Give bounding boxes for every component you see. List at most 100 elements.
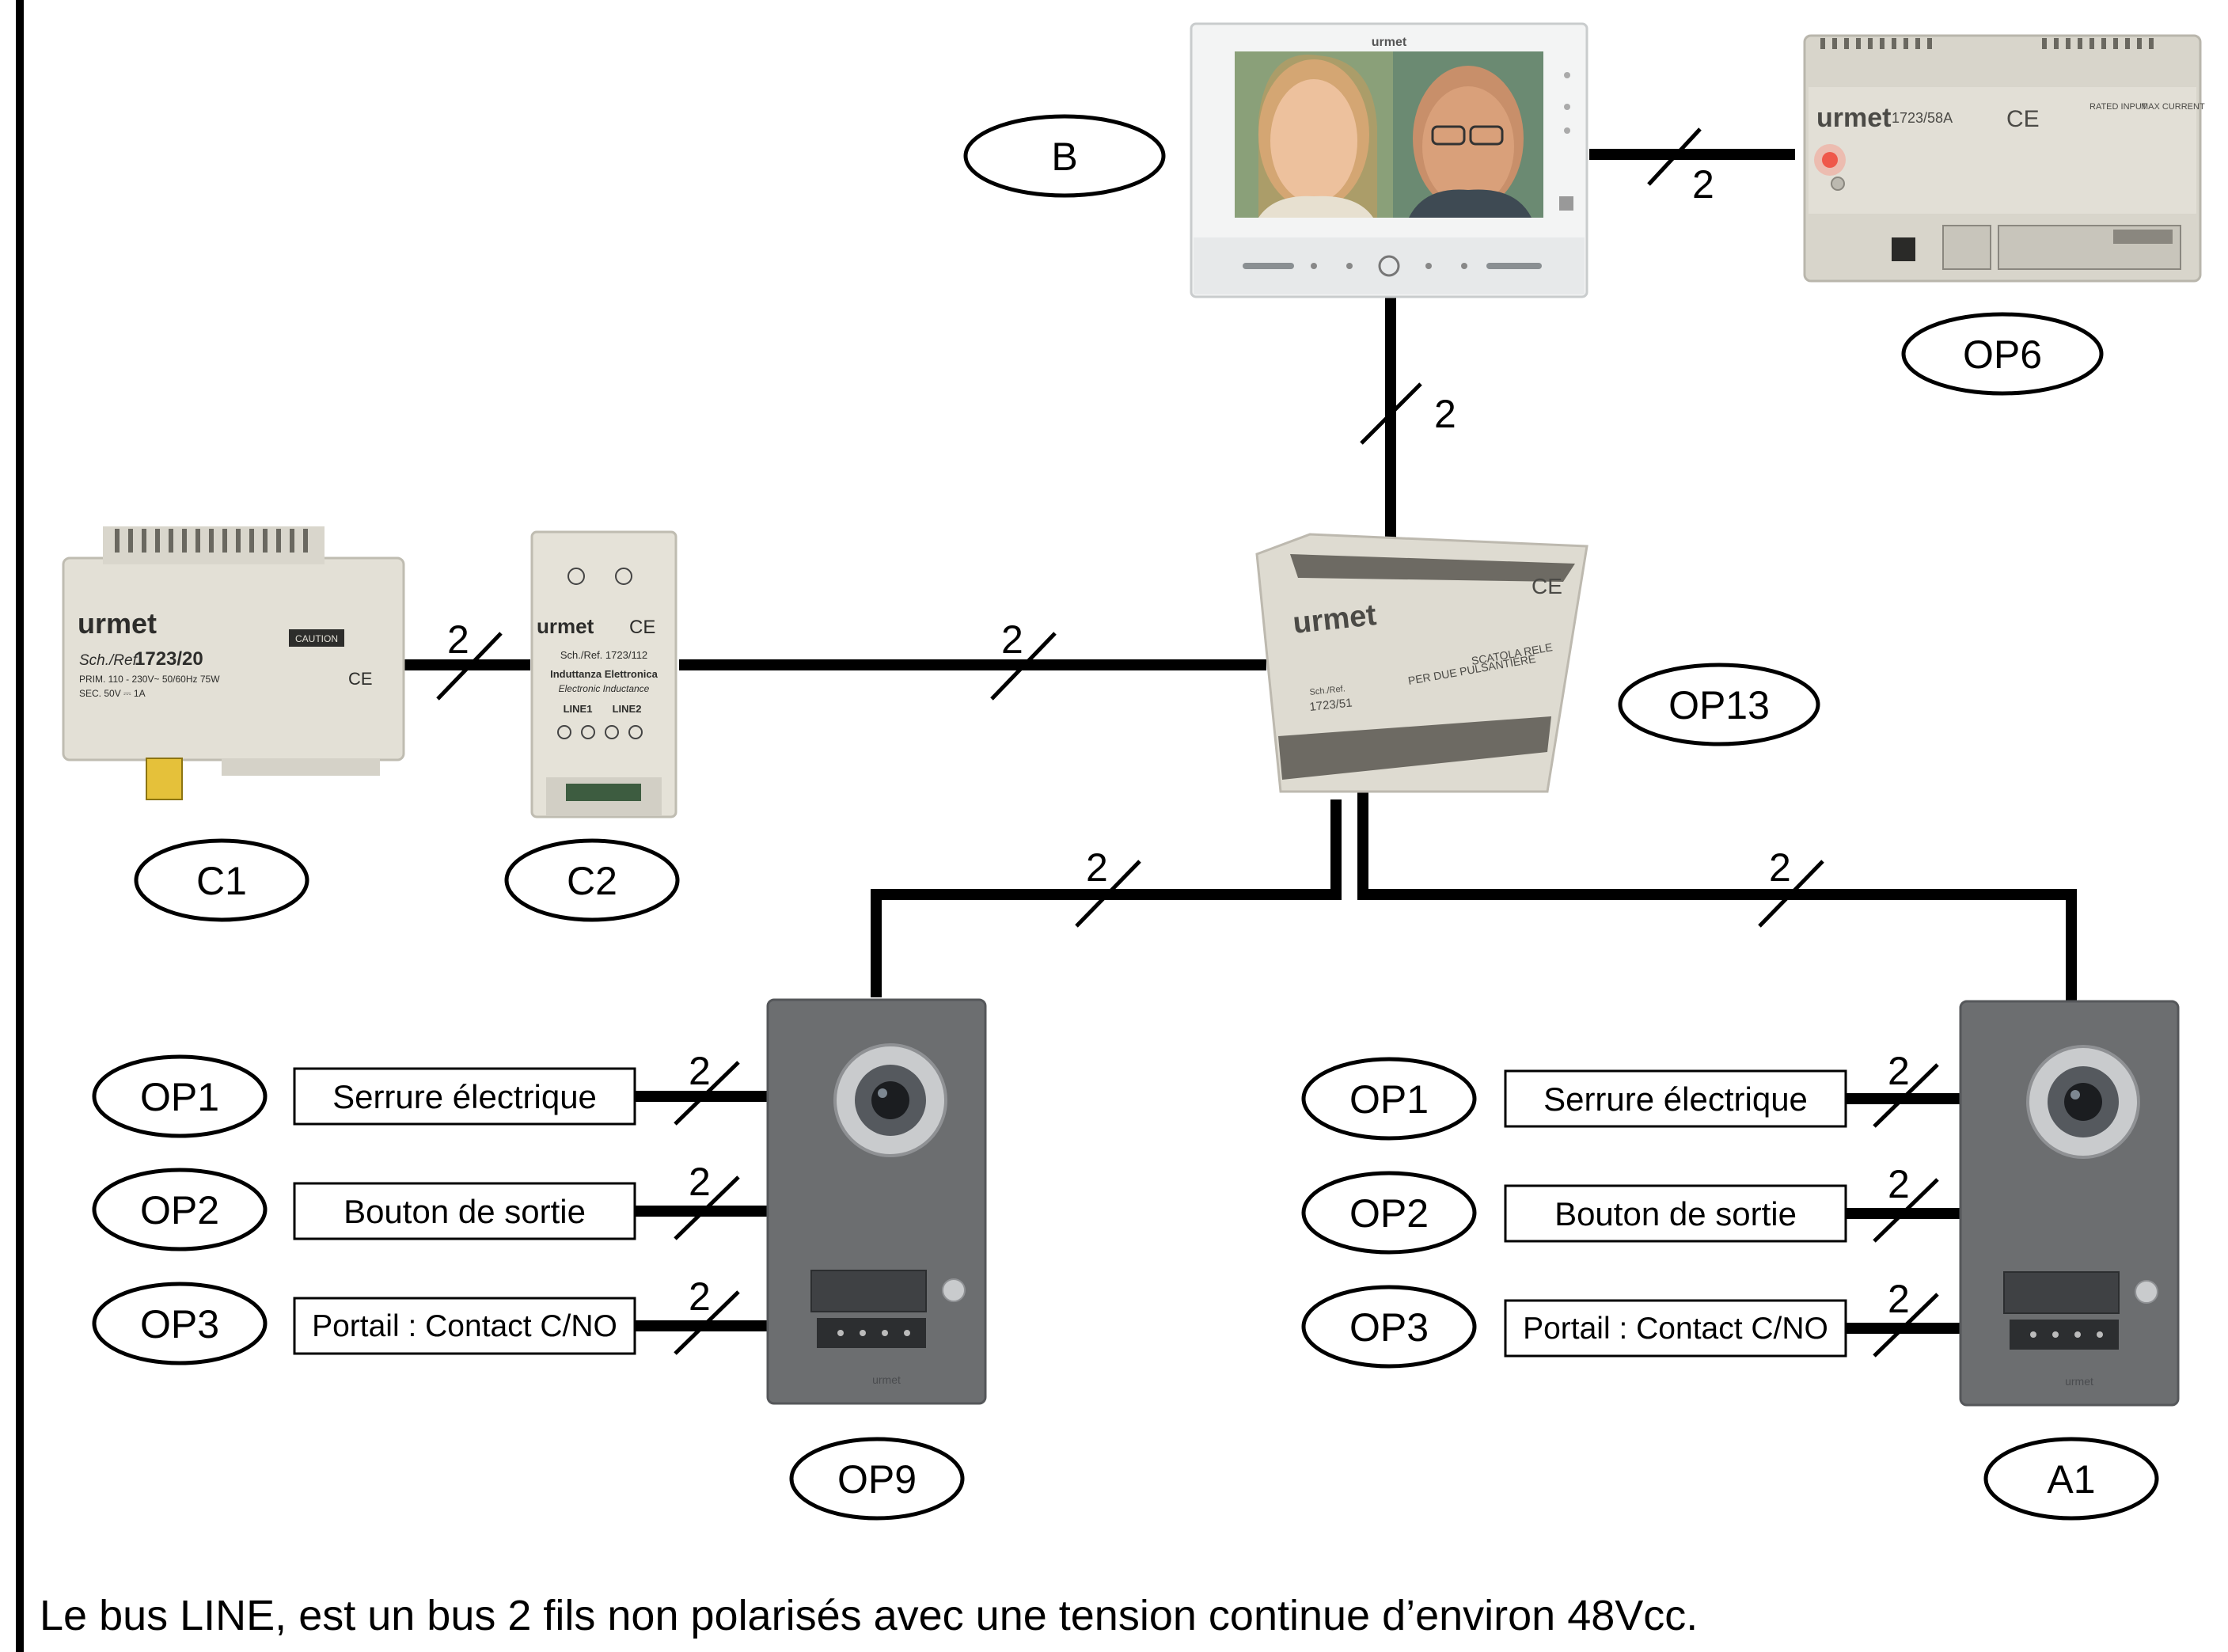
svg-text:Serrure électrique: Serrure électrique bbox=[332, 1078, 597, 1115]
label-op6: OP6 bbox=[1901, 312, 2104, 396]
op13-ce: CE bbox=[1532, 574, 1562, 598]
label-left-op2: OP2 bbox=[92, 1168, 268, 1251]
video-monitor: urmet bbox=[1190, 22, 1588, 298]
left-exit-box: Bouton de sortie bbox=[293, 1182, 636, 1240]
wire-count-label: 2 bbox=[1888, 1049, 1910, 1093]
call-button bbox=[2135, 1280, 2158, 1304]
c2-brand: urmet bbox=[537, 614, 594, 638]
svg-text:OP9: OP9 bbox=[837, 1457, 917, 1502]
inductance-c2: urmet CE Sch./Ref. 1723/112 Induttanza E… bbox=[530, 530, 678, 818]
speaker-icon bbox=[860, 1330, 866, 1336]
wire-count-label: 2 bbox=[1888, 1277, 1910, 1321]
slash-mark bbox=[990, 632, 1057, 701]
key-icon bbox=[1461, 263, 1467, 269]
wire-count-label: 2 bbox=[447, 617, 469, 662]
label-op9: OP9 bbox=[789, 1437, 965, 1521]
wire-count-marks bbox=[436, 127, 1939, 1358]
slash-mark bbox=[1873, 1063, 1939, 1128]
mail-icon bbox=[1564, 104, 1570, 110]
op13-ref-label: Sch./Ref. bbox=[1309, 684, 1346, 697]
call-button bbox=[942, 1278, 966, 1302]
svg-text:OP1: OP1 bbox=[140, 1075, 219, 1119]
label-right-op1: OP1 bbox=[1301, 1057, 1477, 1141]
c2-ce: CE bbox=[629, 617, 655, 638]
door-station-op9: urmet bbox=[766, 998, 987, 1405]
name-plate bbox=[2003, 1271, 2120, 1314]
footer-note: Le bus LINE, est un bus 2 fils non polar… bbox=[40, 1592, 1699, 1639]
power-connector bbox=[1892, 237, 1915, 261]
right-lock-box: Serrure électrique bbox=[1504, 1069, 1847, 1128]
svg-text:OP13: OP13 bbox=[1668, 683, 1770, 727]
relay-box-op13: urmet CE Sch./Ref. 1723/51 SCATOLA RELE … bbox=[1255, 533, 1588, 793]
op6-max-current: MAX CURRENT bbox=[2141, 102, 2205, 112]
svg-text:C1: C1 bbox=[196, 859, 247, 903]
slash-mark bbox=[436, 632, 503, 701]
speaker-icon bbox=[1311, 263, 1317, 269]
a1-brand: urmet bbox=[2065, 1375, 2093, 1388]
slash-mark bbox=[674, 1175, 740, 1240]
svg-text:OP1: OP1 bbox=[1349, 1077, 1429, 1122]
svg-text:Portail : Contact C/NO: Portail : Contact C/NO bbox=[1523, 1312, 1828, 1346]
slash-mark bbox=[1360, 382, 1422, 445]
door-station-a1: urmet bbox=[1959, 1000, 2180, 1407]
bell-icon bbox=[1346, 263, 1353, 269]
wire-count-label: 2 bbox=[1434, 392, 1456, 436]
svg-text:Portail : Contact C/NO: Portail : Contact C/NO bbox=[312, 1309, 617, 1343]
wire-count-label: 2 bbox=[1692, 162, 1714, 207]
wire-count-label: 2 bbox=[1769, 845, 1791, 890]
svg-text:B: B bbox=[1051, 135, 1077, 179]
label-right-op3: OP3 bbox=[1301, 1285, 1477, 1369]
wire-count-label: 2 bbox=[689, 1049, 711, 1093]
slash-mark bbox=[1873, 1293, 1939, 1358]
c1-caution: CAUTION bbox=[295, 633, 338, 644]
op13-ref: 1723/51 bbox=[1309, 696, 1353, 714]
warning-sticker bbox=[146, 758, 183, 800]
c2-name-it: Induttanza Elettronica bbox=[550, 668, 659, 680]
left-gate-box: Portail : Contact C/NO bbox=[293, 1297, 636, 1355]
bell-icon bbox=[837, 1330, 844, 1336]
slash-mark bbox=[1873, 1178, 1939, 1243]
op6-ref: 1723/58A bbox=[1892, 110, 1953, 126]
left-lock-box: Serrure électrique bbox=[293, 1067, 636, 1126]
right-exit-box: Bouton de sortie bbox=[1504, 1184, 1847, 1243]
svg-text:C2: C2 bbox=[567, 859, 617, 903]
c1-secondary: SEC. 50V ⎓ 1A bbox=[79, 688, 146, 699]
right-gate-box: Portail : Contact C/NO bbox=[1504, 1299, 1847, 1358]
door-icon bbox=[1564, 127, 1570, 134]
wire-count-labels: 2 2 2 2 2 2 2 2 2 2 2 2 bbox=[447, 162, 1910, 1321]
door-icon bbox=[882, 1330, 888, 1336]
nfc-icon bbox=[2097, 1331, 2103, 1338]
c1-ref-label: Sch./Ref. bbox=[79, 652, 141, 669]
io-boxes: Serrure électrique Bouton de sortie Port… bbox=[293, 1067, 1847, 1358]
wire-count-label: 2 bbox=[1086, 845, 1108, 890]
left-border bbox=[16, 0, 24, 1652]
bell-icon bbox=[2030, 1331, 2036, 1338]
label-right-op2: OP2 bbox=[1301, 1171, 1477, 1255]
status-led bbox=[1822, 152, 1838, 168]
svg-text:Bouton de sortie: Bouton de sortie bbox=[343, 1193, 586, 1230]
power-supply-c1: urmet Sch./Ref. 1723/20 PRIM. 110 - 230V… bbox=[62, 526, 405, 800]
svg-text:OP3: OP3 bbox=[1349, 1305, 1429, 1350]
c2-line1: LINE1 bbox=[564, 703, 593, 715]
label-a1: A1 bbox=[1983, 1437, 2159, 1521]
svg-text:OP3: OP3 bbox=[140, 1302, 219, 1346]
label-c2: C2 bbox=[504, 838, 680, 922]
component-labels: B OP6 OP13 C1 C2 OP9 A1 OP1 OP2 OP3 OP1 … bbox=[92, 114, 2159, 1521]
c2-name-en: Electronic Inductance bbox=[559, 683, 650, 694]
name-plate bbox=[810, 1270, 927, 1312]
slash-mark bbox=[1647, 127, 1702, 186]
home-icon bbox=[1425, 263, 1432, 269]
svg-text:Serrure électrique: Serrure électrique bbox=[1543, 1080, 1808, 1118]
svg-text:Bouton de sortie: Bouton de sortie bbox=[1554, 1195, 1797, 1232]
slash-mark bbox=[674, 1061, 740, 1126]
op9-brand: urmet bbox=[872, 1373, 901, 1386]
monitor-brand: urmet bbox=[1372, 36, 1407, 49]
c2-ref: Sch./Ref. 1723/112 bbox=[560, 649, 647, 661]
speaker-icon bbox=[2052, 1331, 2059, 1338]
svg-text:OP6: OP6 bbox=[1963, 332, 2042, 377]
svg-text:A1: A1 bbox=[2047, 1457, 2095, 1502]
wifi-icon bbox=[1564, 72, 1570, 78]
svg-text:OP2: OP2 bbox=[140, 1188, 219, 1232]
svg-text:OP2: OP2 bbox=[1349, 1191, 1429, 1236]
